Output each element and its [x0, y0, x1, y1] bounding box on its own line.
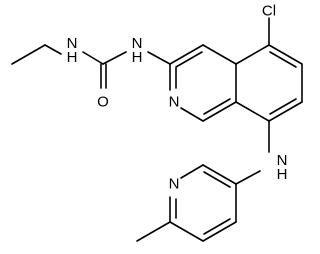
bond-py-c3-c2	[202, 164, 237, 185]
atom-chlorine: Cl	[262, 3, 276, 20]
bond-c7-c8	[268, 101, 303, 122]
bond-py-c5-c4-inner	[203, 218, 231, 235]
atom-ethyl-nh-background	[62, 35, 82, 65]
bond-layer	[11, 17, 303, 242]
bond-c3-c4	[169, 44, 204, 65]
bond-py-methyl	[136, 221, 171, 242]
bond-py-c2-n1	[180, 164, 204, 179]
bond-py-c5-c4	[202, 221, 237, 242]
atom-oxygen: O	[97, 94, 109, 111]
bond-c8-c8a	[235, 101, 270, 122]
bond-c3-c4-inner	[175, 51, 203, 68]
bond-py-c3-c2-inner	[203, 171, 231, 188]
bond-nh-carbonyl	[82, 51, 104, 65]
bond-c8a-c1-inner	[203, 98, 231, 115]
bond-c7-c8-inner	[269, 98, 297, 115]
bond-carbonyl-nh	[102, 51, 127, 65]
bond-c5-c6	[268, 44, 303, 65]
atom-pyridyl-nh-background	[270, 155, 298, 179]
atom-isoquinoline-nitrogen: N	[169, 94, 180, 111]
bond-nh-pyridine	[235, 170, 261, 185]
bond-c8a-c1	[202, 101, 237, 122]
atom-aryl-nh-background	[127, 35, 147, 65]
bond-c4-c4a	[202, 44, 237, 65]
bond-py-c6-c5	[169, 221, 204, 242]
bond-c1-n2	[180, 107, 204, 122]
bond-ch2-nh	[44, 44, 62, 55]
atom-pyridine-nitrogen: N	[169, 176, 180, 193]
bond-c5-c6-inner	[269, 51, 297, 68]
bond-nh-isoquinoline	[147, 51, 171, 65]
bond-ch3-ch2	[11, 44, 46, 65]
bond-c4a-c5	[235, 44, 270, 65]
